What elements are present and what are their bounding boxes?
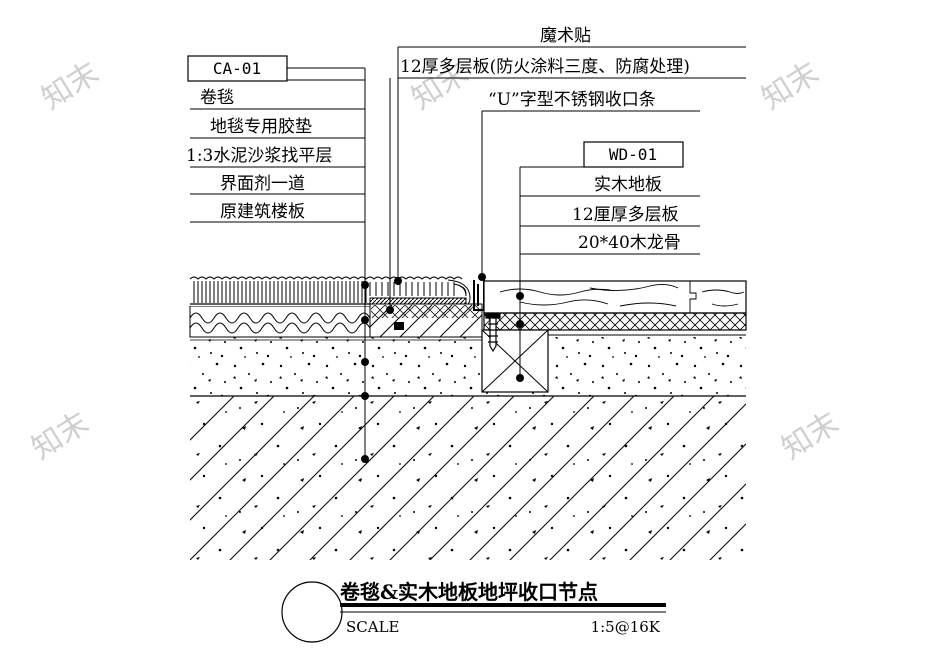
wood-floor-assembly bbox=[481, 280, 747, 393]
label-plywood-12: 12厘厚多层板 bbox=[572, 205, 679, 225]
label-velcro: 魔术贴 bbox=[540, 26, 591, 46]
label-bonding-agent: 界面剂一道 bbox=[220, 174, 305, 194]
label-slab: 原建筑楼板 bbox=[220, 202, 305, 222]
watermark-3: 知末 bbox=[756, 55, 825, 116]
tag-wd-01: WD-01 bbox=[583, 141, 684, 168]
drawing-title: 卷毯&实木地板地坪收口节点 bbox=[340, 580, 598, 604]
label-wood-joist: 20*40木龙骨 bbox=[578, 233, 681, 253]
label-solid-wood: 实木地板 bbox=[594, 175, 662, 195]
scale-label: SCALE bbox=[346, 618, 400, 636]
label-carpet: 卷毯 bbox=[200, 88, 234, 108]
tag-ca-01: CA-01 bbox=[187, 55, 288, 82]
watermark-1: 知末 bbox=[36, 55, 105, 116]
label-screed: 1:3水泥沙浆找平层 bbox=[186, 146, 332, 166]
watermark-4: 知末 bbox=[26, 405, 95, 466]
top-labels: 魔术贴 12厚多层板(防火涂料三度、防腐处理) “U”字型不锈钢收口条 bbox=[400, 26, 690, 110]
leader-lines bbox=[190, 46, 746, 459]
watermark-5: 知末 bbox=[776, 405, 845, 466]
leader-dots bbox=[361, 273, 524, 463]
title-circle bbox=[281, 581, 343, 643]
title-block: 卷毯&实木地板地坪收口节点 SCALE 1:5@16K bbox=[281, 580, 666, 643]
building-slab bbox=[190, 395, 746, 560]
right-labels: 实木地板 12厘厚多层板 20*40木龙骨 bbox=[572, 175, 681, 253]
tag-ca-01-text: CA-01 bbox=[213, 59, 261, 78]
scale-value: 1:5@16K bbox=[591, 618, 661, 636]
label-plywood-fireproof: 12厚多层板(防火涂料三度、防腐处理) bbox=[400, 57, 690, 77]
label-u-trim: “U”字型不锈钢收口条 bbox=[488, 90, 656, 110]
label-carpet-underlay: 地毯专用胶垫 bbox=[210, 117, 312, 137]
tag-wd-01-text: WD-01 bbox=[609, 145, 657, 164]
carpet-assembly bbox=[189, 276, 483, 338]
left-labels: 卷毯 地毯专用胶垫 1:3水泥沙浆找平层 界面剂一道 原建筑楼板 bbox=[186, 88, 332, 222]
screed-layer bbox=[190, 334, 746, 396]
